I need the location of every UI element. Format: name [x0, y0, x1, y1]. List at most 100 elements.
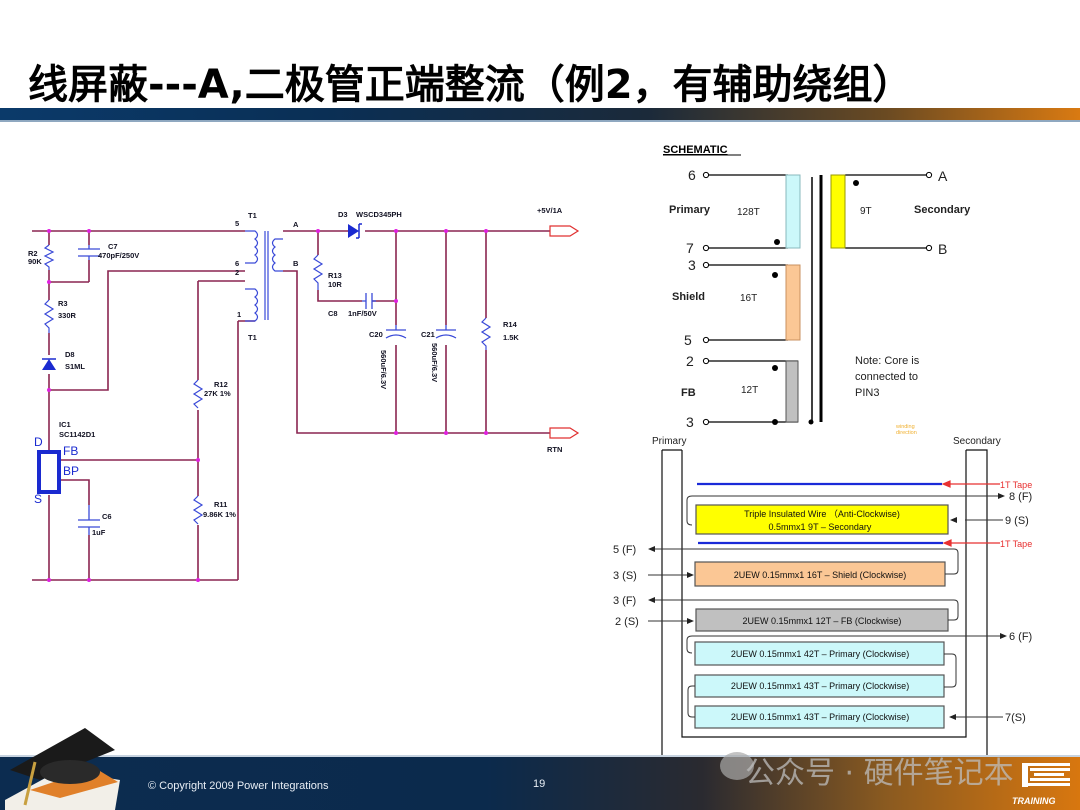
title-underline-bar — [0, 108, 1080, 120]
pin-5: 5 — [684, 332, 692, 348]
pin-3-fb: 3 — [686, 414, 694, 430]
primary-label: Primary — [669, 204, 711, 216]
r2-ref: R2 — [28, 249, 38, 258]
pin-a: A — [938, 168, 948, 184]
schematic-leads — [708, 174, 927, 423]
tape-label-top: 1T Tape — [1000, 480, 1032, 490]
d3-ref: D3 — [338, 210, 348, 219]
r11-symbol — [192, 495, 204, 525]
fb-turns: 12T — [741, 385, 758, 396]
fb-winding-bar — [785, 360, 799, 423]
c20-ref: C20 — [369, 330, 383, 339]
pin-2: 2 — [686, 353, 694, 369]
output-rtn-label: RTN — [547, 445, 562, 454]
primary-turns: 128T — [737, 207, 760, 218]
pin-7: 7 — [686, 240, 694, 256]
r13-value: 10R — [328, 280, 342, 289]
c20-symbol — [385, 325, 407, 339]
r11-ref: R11 — [214, 500, 227, 509]
r11-value: 9.86K 1% — [203, 510, 236, 519]
winding-direction-line-1: winding — [895, 424, 915, 430]
t1-pin-b: B — [293, 259, 299, 268]
output-pos-connector — [549, 225, 580, 237]
shield-winding-bar — [785, 264, 801, 341]
core-note-line-2: connected to — [855, 371, 918, 383]
pin-b: B — [938, 241, 947, 257]
c8-value: 1nF/50V — [348, 309, 377, 318]
r14-ref: R14 — [503, 320, 518, 329]
polarity-dots — [772, 180, 859, 425]
r14-value: 1.5K — [503, 333, 519, 342]
layer-primary-1-text: 2UEW 0.15mmx1 42T – Primary (Clockwise) — [731, 649, 909, 659]
primary-winding-bar — [785, 174, 801, 249]
layer-shield-text: 2UEW 0.15mmx1 16T – Shield (Clockwise) — [734, 570, 906, 580]
output-pos-label: +5V/1A — [537, 206, 563, 215]
layer-primary-3-text: 2UEW 0.15mmx1 43T – Primary (Clockwise) — [731, 712, 909, 722]
t1-pin-2: 2 — [235, 268, 239, 277]
secondary-winding-bar — [830, 174, 846, 249]
winding-leads — [648, 495, 1003, 718]
pin-label-8f: 8 (F) — [1009, 491, 1032, 503]
pin-6: 6 — [688, 167, 696, 183]
c8-symbol — [362, 293, 376, 309]
r14-symbol — [480, 317, 492, 350]
resistor-symbols — [43, 244, 492, 525]
schematic-heading: SCHEMATIC — [663, 144, 728, 156]
secondary-label: Secondary — [914, 204, 971, 216]
ic1-value: SC1142D1 — [59, 430, 95, 439]
slide-title: 线屏蔽---A,二极管正端整流（例2，有辅助绕组） — [28, 62, 913, 108]
layer-boxes — [694, 504, 949, 729]
pi-training-logo-icon — [1022, 763, 1070, 787]
lead-arrowheads — [648, 493, 1007, 720]
copyright-text: © Copyright 2009 Power Integrations — [148, 780, 329, 792]
ic1-pin-fb: FB — [63, 444, 78, 458]
schematic-pin-circles — [702, 171, 933, 426]
page-number: 19 — [533, 778, 546, 790]
pin-label-9s: 9 (S) — [1005, 515, 1029, 527]
d3-value: WSCD345PH — [356, 210, 402, 219]
r12-symbol — [192, 379, 204, 409]
winding-direction-line-2: direction — [896, 430, 917, 436]
tape-arrows — [941, 480, 1000, 547]
build-primary-label: Primary — [652, 436, 686, 447]
circuit-wires — [32, 230, 550, 581]
ic1-ref: IC1 — [59, 420, 71, 429]
c7-ref: C7 — [108, 242, 118, 251]
r3-ref: R3 — [58, 299, 68, 308]
layer-fb-text: 2UEW 0.15mmx1 12T – FB (Clockwise) — [743, 616, 902, 626]
r3-value: 330R — [58, 311, 77, 320]
build-secondary-label: Secondary — [953, 436, 1001, 447]
pin-label-3f: 3 (F) — [613, 595, 636, 607]
title-underline-rule — [0, 120, 1080, 122]
c7-value: 470pF/250V — [98, 251, 139, 260]
pin-3-shield: 3 — [688, 257, 696, 273]
t1-pin-a: A — [293, 220, 299, 229]
layer-secondary-box — [695, 504, 949, 535]
t1-pin-5: 5 — [235, 219, 239, 228]
c6-ref: C6 — [102, 512, 112, 521]
core-note-line-3: PIN3 — [855, 387, 879, 399]
wechat-icon — [720, 752, 754, 780]
watermark-text: 公众号 · 硬件笔记本 — [745, 756, 1014, 791]
c6-value: 1uF — [92, 528, 106, 537]
t1-ref-top: T1 — [248, 211, 257, 220]
secondary-turns: 9T — [860, 206, 872, 217]
t1-pin-6: 6 — [235, 259, 239, 268]
pin-label-7s: 7(S) — [1005, 712, 1026, 724]
ic1-pin-s: S — [34, 492, 42, 506]
footer-top-rule — [0, 755, 1080, 757]
d3-diode-symbol — [348, 223, 362, 239]
c6-symbol — [78, 505, 100, 535]
fb-label: FB — [681, 387, 696, 399]
tape-label-middle: 1T Tape — [1000, 539, 1032, 549]
c20-value: 560uF/6.3V — [379, 350, 388, 389]
d8-value: S1ML — [65, 362, 85, 371]
layer-shield-box — [694, 561, 946, 587]
shield-turns: 16T — [740, 293, 757, 304]
c8-ref: C8 — [328, 309, 338, 318]
pin-label-6f: 6 (F) — [1009, 631, 1032, 643]
pin-label-3s: 3 (S) — [613, 570, 637, 582]
shield-label: Shield — [672, 291, 705, 303]
r13-ref: R13 — [328, 271, 342, 280]
